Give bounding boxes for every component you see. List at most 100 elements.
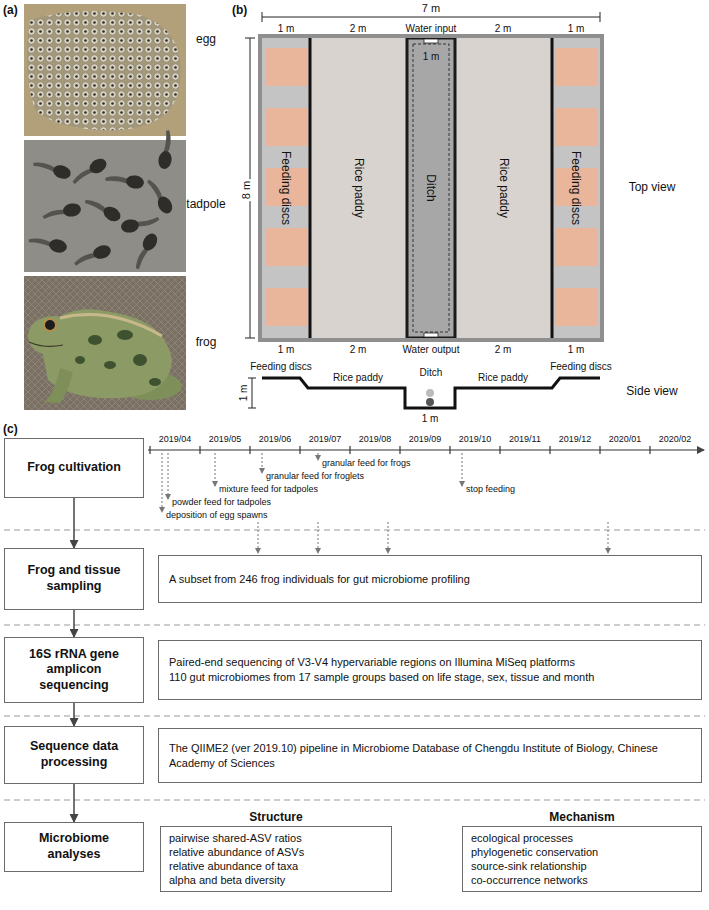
section-divider (4, 530, 705, 800)
section-divider (4, 716, 705, 717)
frog-photo (29, 342, 63, 346)
analysis-list-box: Structurepairwise shared-ASV ratiosrelat… (160, 826, 392, 892)
stage-box: 16S rRNA gene amplicon sequencing (4, 637, 144, 703)
panel-label: (b) (232, 4, 247, 17)
analysis-list-box: Mechanismecological processesphylogeneti… (462, 826, 702, 892)
frog-photo (24, 276, 186, 410)
tadpole-photo (24, 129, 186, 272)
dimension-label: 1 m (568, 344, 585, 355)
timeline (649, 446, 650, 454)
tadpole-photo (157, 129, 177, 170)
pond-top-view (260, 36, 602, 340)
dimension-line (245, 38, 255, 39)
box-text: 16S rRNA gene amplicon sequencing (11, 647, 137, 694)
tadpole-photo (27, 232, 68, 255)
pond-top-view (555, 228, 597, 266)
feeding-disc-column: Feeding discs (262, 38, 310, 338)
timeline (299, 446, 300, 454)
pond-top-view (413, 44, 449, 332)
tadpole-photo (129, 231, 160, 271)
flow-arrow (73, 498, 75, 548)
pond-top-view (265, 48, 307, 86)
flow-arrow (73, 703, 75, 726)
box-text: Sequence data processing (11, 739, 137, 770)
pond-top-view (455, 38, 552, 338)
sampling-pointer (258, 522, 259, 553)
event-label: granular feed for frogs (322, 459, 411, 469)
detail-box: A subset from 246 frog individuals for g… (158, 555, 702, 603)
list-item: relative abundance of taxa (169, 859, 383, 873)
dimension-label: 1 m (278, 344, 295, 355)
timeline (499, 446, 500, 454)
panel-label: (a) (3, 4, 18, 17)
dimension-line (262, 17, 600, 18)
tadpole-photo (41, 202, 82, 222)
sampling-pointer (318, 522, 319, 553)
pond-top-view (424, 333, 438, 337)
timeline (148, 446, 704, 454)
pond-top-view (424, 39, 438, 43)
zone-label: Rice paddy (478, 372, 528, 383)
tadpole-photo (32, 156, 73, 182)
month-label: 2019/10 (459, 435, 492, 445)
tadpole-photo (120, 214, 161, 234)
pond-top-view (552, 38, 600, 338)
month-label: 2019/05 (209, 435, 242, 445)
dimension-label: 2 m (495, 344, 512, 355)
pond-side-view (252, 378, 253, 408)
month-label: 2019/11 (509, 435, 541, 445)
month-label: 2019/04 (159, 435, 192, 445)
event-label: granular feed for froglets (266, 472, 364, 482)
dimension-label: 1 m (278, 23, 295, 34)
frog-photo (24, 276, 186, 410)
event-label: powder feed for tadpoles (172, 498, 271, 508)
zone-label: Feeding discs (550, 361, 612, 372)
pond-top-view (555, 108, 597, 146)
stage-box: Frog and tissue sampling (4, 548, 144, 610)
zone-label: Ditch (420, 367, 443, 378)
egg-photo (24, 4, 186, 136)
event-label: deposition of egg spawns (166, 511, 268, 521)
pond-top-view (551, 38, 554, 338)
stage-box: Microbiome analyses (4, 822, 144, 872)
pond-side-view (248, 378, 256, 379)
timeline (549, 446, 550, 454)
timeline (449, 446, 450, 454)
sampling-pointer (608, 522, 609, 553)
frog-photo (88, 335, 102, 345)
stage-caption: tadpole (186, 198, 225, 211)
box-text: Feeding discs (569, 151, 583, 225)
tadpole-photo (72, 243, 113, 269)
sampling-pointer (258, 522, 608, 553)
frog-photo (44, 368, 73, 403)
view-label: Top view (629, 181, 676, 194)
stage-box: Sequence data processing (4, 726, 144, 784)
pond-top-view (265, 228, 307, 266)
flow-arrow (73, 610, 75, 637)
egg-photo (24, 4, 186, 136)
box-text: A subset from 246 frog individuals for g… (169, 572, 691, 587)
box-text: Frog cultivation (27, 460, 121, 476)
dimension-line (600, 12, 601, 22)
frog-photo (149, 378, 161, 386)
timeline (599, 446, 600, 454)
detail-box: The QIIME2 (ver 2019.10) pipeline in Mic… (158, 728, 702, 783)
pond-side-view (248, 408, 256, 409)
tadpole-photo (104, 170, 145, 190)
zone-label: Rice paddy (333, 372, 383, 383)
box-text: 110 gut microbiomes from 17 sample group… (169, 670, 691, 685)
frog-photo (75, 356, 85, 364)
view-label: Side view (626, 385, 677, 398)
box-text: The QIIME2 (ver 2019.10) pipeline in Mic… (169, 741, 691, 771)
tadpole-photo (144, 176, 175, 216)
box-heading: Mechanism (463, 810, 701, 824)
timeline (349, 446, 350, 454)
timeline (149, 446, 150, 454)
dimension-label: 1 m (238, 385, 249, 402)
pond-side-view (248, 378, 600, 408)
event-pointer (162, 453, 462, 512)
frog-photo (44, 319, 56, 331)
list-item: alpha and beta diversity (169, 873, 383, 887)
frog-photo (60, 315, 162, 336)
dimension-line (245, 12, 600, 338)
